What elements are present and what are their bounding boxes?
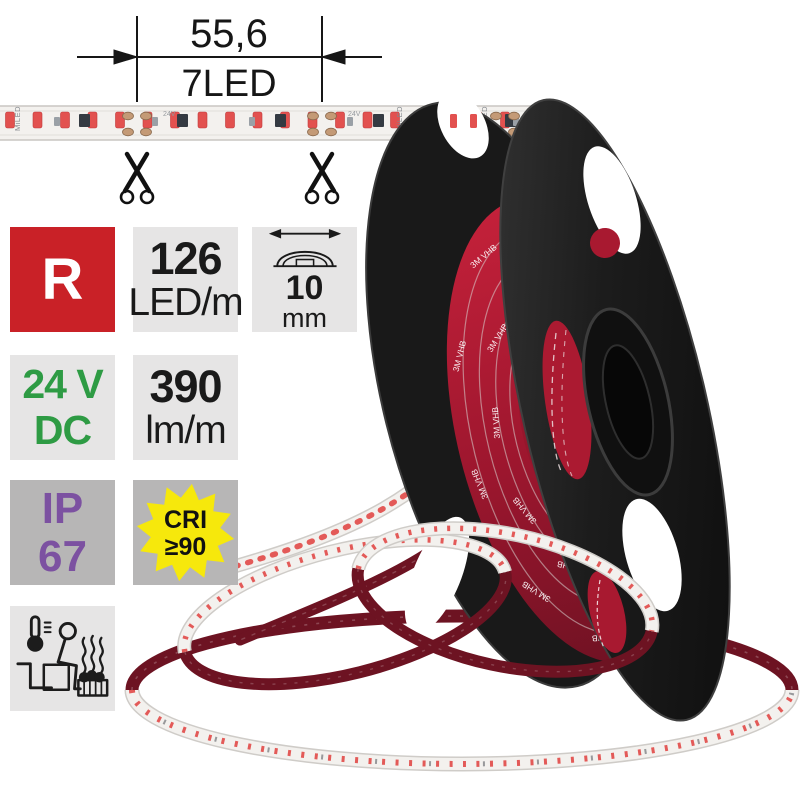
cri-line2: ≥90: [165, 533, 207, 561]
badge-ip-rating: IP 67: [10, 480, 115, 585]
strip-cross-section-icon: [268, 228, 341, 268]
front-flange-cutout: [542, 320, 592, 480]
svg-text:MiLED: MiLED: [13, 106, 22, 131]
front-flange-cutout: [583, 146, 641, 254]
strip-width-value: 10: [285, 269, 324, 307]
svg-text:24V: 24V: [348, 111, 361, 118]
ip-line1: IP: [41, 483, 84, 533]
strip-loop-back: [125, 609, 799, 691]
dimension-annotation: 55,6 7LED: [77, 12, 382, 105]
reel-hub: [582, 307, 674, 497]
badge-strip-width: 10 mm: [252, 227, 357, 332]
front-flange-cutout: [587, 571, 627, 653]
strip-loop-front: [124, 689, 800, 772]
led-density-value: 126: [149, 233, 222, 285]
badge-sauna-suitable: [10, 606, 115, 711]
strip-loop-a: [177, 532, 512, 691]
voltage-line1: 24 V: [22, 360, 103, 407]
back-flange-cutout: [437, 91, 489, 159]
led-density-unit: LED/m: [128, 280, 243, 324]
badge-voltage: 24 V DC: [10, 355, 115, 460]
scissors-icon: [304, 151, 340, 205]
cri-star-icon: CRI ≥90: [136, 483, 235, 582]
badge-luminous-flux: 390 lm/m: [133, 355, 238, 460]
sauna-icon: [15, 614, 108, 697]
dimension-arrow-left: [113, 49, 139, 65]
svg-text:3M VHB: 3M VHB: [490, 406, 502, 439]
dimension-arrow-right: [320, 49, 346, 65]
badge-led-density: 126 LED/m: [128, 227, 244, 332]
led-color-letter: R: [41, 246, 84, 312]
scissors-icon: [119, 151, 155, 205]
strip-offwind: [208, 425, 488, 646]
reel-front-flange: [499, 98, 731, 722]
ip-line2: 67: [38, 531, 87, 581]
dimension-unit: 7LED: [181, 63, 276, 105]
dimension-value: 55,6: [190, 12, 268, 56]
voltage-line2: DC: [33, 406, 92, 453]
badge-cri: CRI ≥90: [133, 480, 238, 585]
svg-text:24V: 24V: [163, 111, 176, 118]
flux-value: 390: [149, 361, 222, 413]
strip-width-unit: mm: [282, 303, 327, 333]
cri-line1: CRI: [164, 506, 207, 534]
badge-led-color: R: [10, 227, 115, 332]
strip-loop-b: [351, 521, 660, 678]
svg-text:MiLED: MiLED: [395, 106, 404, 131]
flux-unit: lm/m: [145, 408, 226, 452]
